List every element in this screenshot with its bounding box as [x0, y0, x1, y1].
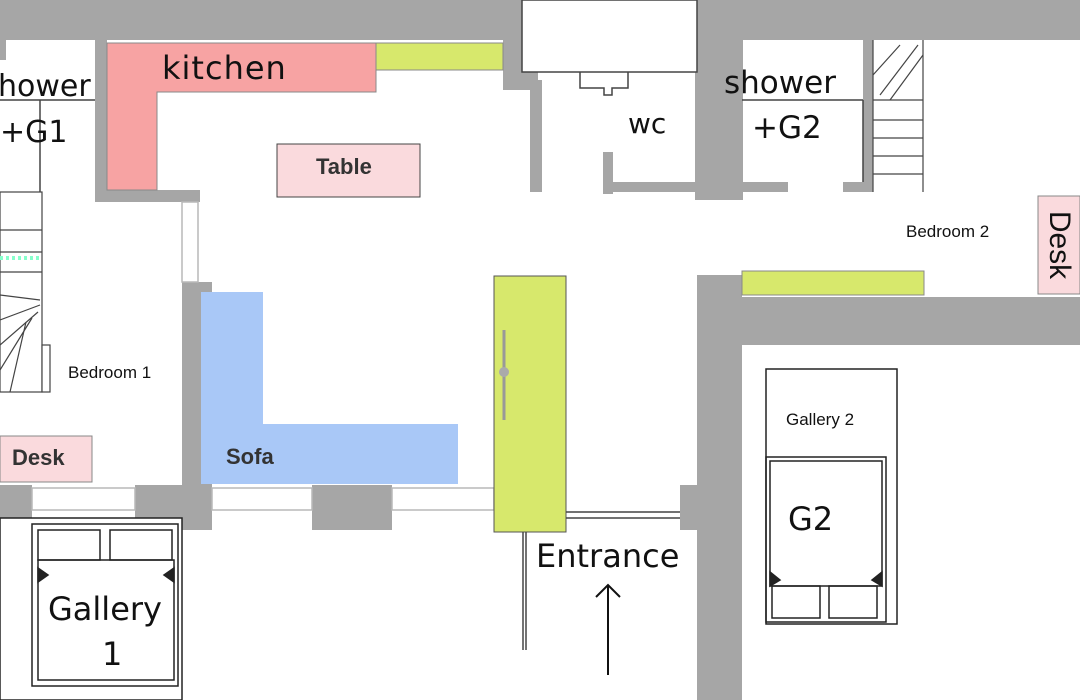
sofa-label: Sofa — [226, 444, 274, 469]
wc-left-wall — [530, 80, 542, 192]
window-kitchen-side — [181, 201, 199, 283]
window-bottom-right — [391, 487, 495, 511]
shower2-bottom-wall — [740, 182, 788, 192]
gallery2-bed — [765, 368, 898, 625]
wardrobe-knob — [499, 367, 509, 377]
staircase-left — [0, 191, 51, 393]
wc-label: wc — [628, 107, 667, 140]
table-label: Table — [316, 154, 372, 179]
windows — [31, 201, 495, 511]
sofa-shape — [201, 292, 458, 484]
window-bottom-mid — [211, 487, 313, 511]
east-wall-horizontal — [697, 297, 1080, 345]
east-wall-vertical — [697, 275, 742, 700]
bedroom2-label: Bedroom 2 — [906, 222, 990, 241]
entrance-label: Entrance — [536, 537, 680, 575]
g2-bed-label: G2 — [788, 500, 834, 538]
staircase-right — [872, 40, 924, 192]
desk-left-box — [0, 435, 93, 483]
lime-top-cabinet — [375, 42, 504, 71]
bottom-wall-mid2 — [312, 485, 392, 530]
lime-wardrobe — [493, 275, 567, 533]
shower-left-label: hower — [0, 69, 91, 104]
gallery2-label: Gallery 2 — [786, 410, 855, 429]
kitchen-back-wall — [95, 40, 107, 195]
table-box — [276, 143, 421, 198]
entrance-arrow — [595, 583, 621, 675]
kitchen-bottom-wall — [95, 190, 200, 202]
bottom-wall-left — [0, 485, 32, 520]
wc-bottom-wall — [603, 182, 698, 192]
g1-left-label: +G1 — [0, 115, 68, 150]
stair-wall — [843, 182, 873, 192]
desk-left-label: Desk — [12, 445, 65, 470]
wc-divider — [603, 152, 613, 194]
g2-top-label: +G2 — [752, 110, 822, 146]
central-pillar — [695, 0, 743, 200]
entrance-jamb — [680, 485, 698, 530]
gallery1-bed — [0, 517, 183, 700]
top-wall-left — [0, 0, 522, 40]
top-opening — [521, 0, 698, 73]
gallery1-label-line1: Gallery — [48, 590, 162, 628]
window-bottom-left — [31, 487, 136, 511]
gallery1-label-line2: 1 — [102, 635, 123, 673]
desk-right-label: Desk — [1043, 210, 1076, 280]
partitions — [0, 99, 864, 650]
desk-right-box — [1037, 195, 1080, 295]
wc-step-outline — [579, 72, 629, 96]
lime-east-shelf — [741, 270, 925, 296]
bedroom1-label: Bedroom 1 — [68, 363, 152, 382]
stair-left-wall — [863, 40, 873, 192]
shower-right-label: shower — [724, 65, 836, 101]
left-stub-wall — [0, 40, 6, 60]
top-wall-right — [697, 0, 1080, 40]
kitchen-label: kitchen — [162, 49, 287, 87]
